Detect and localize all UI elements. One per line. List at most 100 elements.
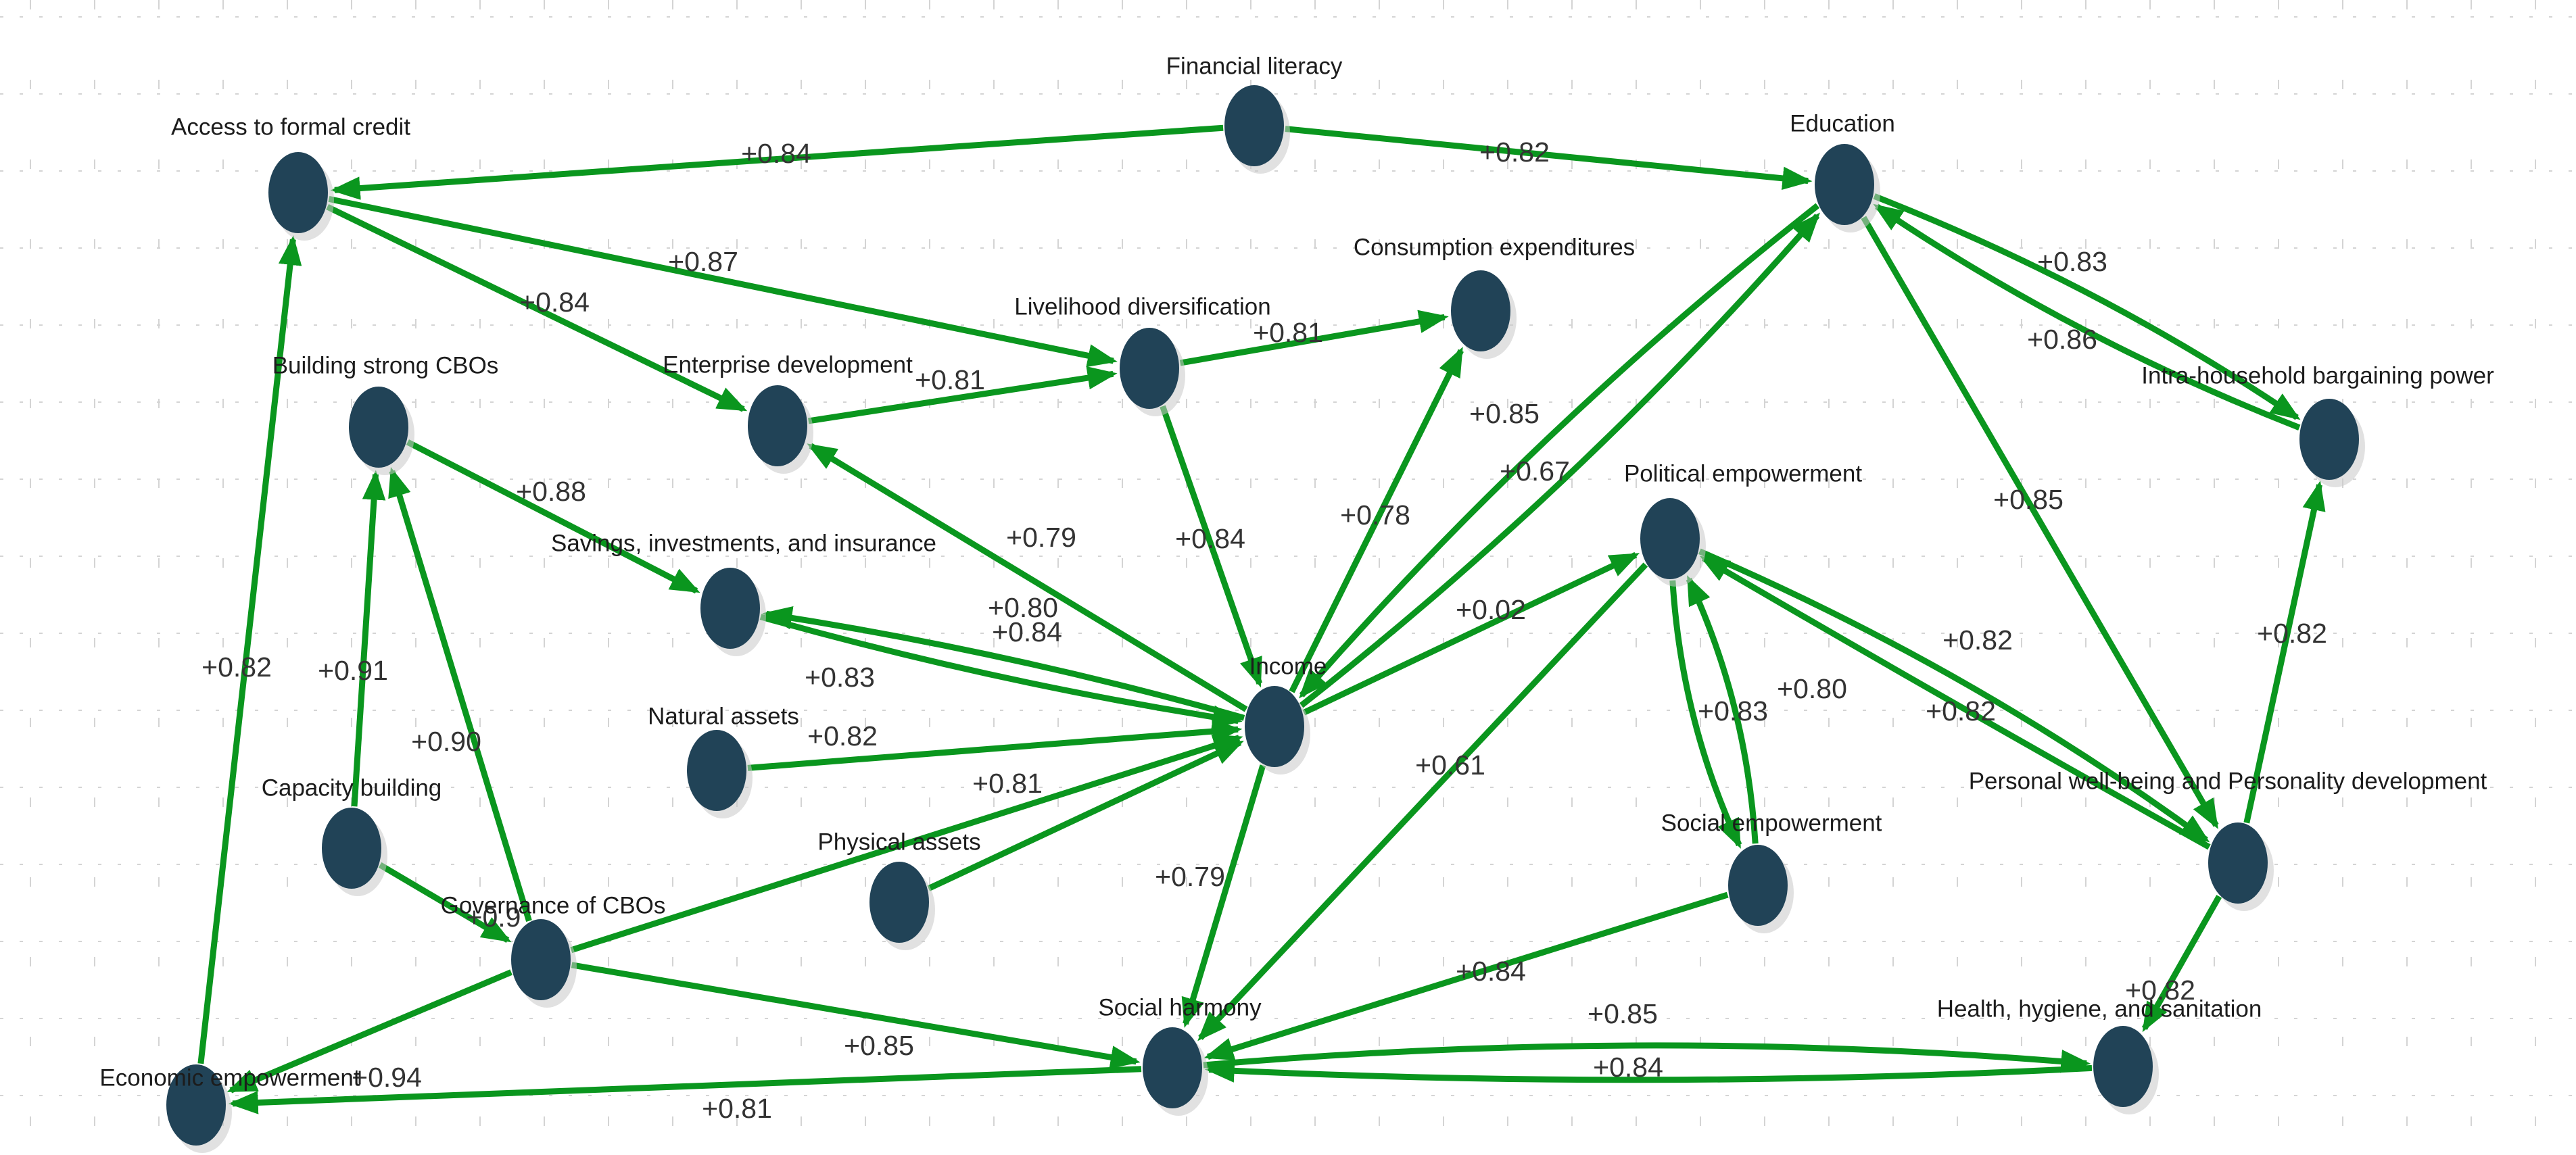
edge-label-capacity-governance: +0.9	[467, 902, 521, 933]
node-layer: Access to formal credit Financial literac…	[99, 53, 2494, 1153]
node-ellipse-savings[interactable]	[700, 568, 760, 649]
node-ellipse-consumption[interactable]	[1451, 270, 1510, 351]
edge-livelihood-income	[1160, 405, 1263, 688]
edge-livelihood-consumption	[1179, 310, 1449, 366]
edge-label-access-livelihood: +0.87	[668, 246, 738, 277]
edge-label-enterprise-livelihood: +0.81	[915, 364, 985, 395]
edge-income-enterprise	[807, 443, 1248, 712]
node-ellipse-physical[interactable]	[869, 862, 929, 943]
edge-label-education-wellbeing: +0.85	[1993, 484, 2064, 515]
node-income[interactable]: Income	[1245, 653, 1327, 775]
edge-governance-income	[570, 734, 1243, 954]
edge-label-natural-income: +0.83	[805, 662, 875, 693]
node-ellipse-governance[interactable]	[511, 919, 571, 1000]
edge-intra-education	[1873, 203, 2301, 431]
edge-label-econemp-access: +0.82	[201, 652, 272, 683]
node-wellbeing[interactable]: Personal well-being and Personality deve…	[1969, 768, 2487, 911]
node-label-political: Political empowerment	[1624, 460, 1862, 487]
node-access[interactable]: Access to formal credit	[171, 114, 410, 241]
node-natural[interactable]: Natural assets	[648, 703, 799, 818]
node-ellipse-wellbeing[interactable]	[2208, 822, 2268, 904]
node-consumption[interactable]: Consumption expenditures	[1354, 234, 1635, 359]
node-intra[interactable]: Intra-household bargaining power	[2141, 362, 2494, 487]
node-ellipse-cbos[interactable]	[349, 387, 408, 468]
node-label-access: Access to formal credit	[171, 114, 410, 140]
edge-capacity-cbos	[351, 470, 386, 807]
node-econemp[interactable]: Economic empowerment	[99, 1064, 360, 1153]
node-capacity[interactable]: Capacity building	[262, 775, 442, 896]
node-health[interactable]: Health, hygiene, and sanitation	[1937, 996, 2262, 1114]
edge-income-socialharmony	[1181, 764, 1266, 1028]
edge-label-education-income: +0.85	[1469, 398, 1540, 429]
node-savings[interactable]: Savings, investments, and insurance	[551, 530, 936, 656]
edge-income-consumption	[1289, 347, 1464, 693]
edge-layer	[197, 124, 2326, 1114]
edge-label-income-education: +0.67	[1500, 456, 1570, 487]
node-ellipse-intra[interactable]	[2299, 399, 2359, 480]
edge-econemp-access	[197, 235, 302, 1064]
node-socialharmony[interactable]: Social harmony	[1098, 994, 1262, 1116]
node-ellipse-natural[interactable]	[687, 730, 746, 811]
edge-label-access-enterprise: +0.84	[519, 287, 590, 318]
node-ellipse-econemp[interactable]	[166, 1064, 226, 1146]
node-label-savings: Savings, investments, and insurance	[551, 530, 936, 556]
edge-education-intra	[1873, 193, 2301, 420]
edge-label-governance-econemp: +0.94	[352, 1062, 422, 1093]
edge-income-savings	[762, 606, 1245, 721]
edge-label-socialemp-political: +0.83	[1698, 695, 1768, 727]
node-ellipse-access[interactable]	[268, 152, 328, 233]
edge-natural-income	[747, 719, 1243, 771]
node-ellipse-livelihood[interactable]	[1120, 328, 1179, 409]
node-finlit[interactable]: Financial literacy	[1166, 53, 1343, 174]
edge-governance-cbos	[388, 466, 532, 923]
node-enterprise[interactable]: Enterprise development	[663, 351, 913, 474]
node-governance[interactable]: Governance of CBOs	[441, 892, 666, 1008]
edge-political-socialharmony	[1197, 562, 1648, 1041]
edge-governance-econemp	[226, 969, 512, 1093]
edge-label-cbos-savings: +0.88	[516, 476, 586, 507]
node-label-finlit: Financial literacy	[1166, 53, 1343, 79]
node-label-socialemp: Social empowerment	[1661, 810, 1882, 836]
node-label-wellbeing: Personal well-being and Personality deve…	[1969, 768, 2487, 794]
edge-wellbeing-political	[1699, 555, 2211, 850]
edge-capacity-governance	[378, 862, 512, 943]
node-ellipse-capacity[interactable]	[322, 808, 381, 889]
node-ellipse-socialharmony[interactable]	[1143, 1027, 1202, 1108]
edge-enterprise-livelihood	[808, 366, 1118, 424]
node-ellipse-finlit[interactable]	[1224, 85, 1284, 166]
edge-label-livelihood-income: +0.84	[1175, 523, 1245, 554]
edge-label-savings-income: +0.84	[992, 616, 1062, 647]
node-livelihood[interactable]: Livelihood diversification	[1014, 293, 1271, 416]
edge-education-income	[1299, 203, 1820, 699]
node-label-capacity: Capacity building	[262, 775, 442, 801]
edge-label-capacity-cbos: +0.91	[318, 655, 388, 686]
node-education[interactable]: Education	[1790, 110, 1895, 232]
edge-health-socialharmony	[1204, 1059, 2093, 1083]
edge-label-socialemp-socialharmony: +0.84	[1456, 956, 1526, 987]
node-ellipse-socialemp[interactable]	[1728, 845, 1788, 926]
node-physical[interactable]: Physical assets	[817, 829, 981, 950]
edge-label-layer: +0.84+0.82+0.87+0.84+0.83+0.86+0.81+0.81…	[201, 137, 2327, 1124]
edge-political-socialemp	[1669, 580, 1742, 849]
node-ellipse-political[interactable]	[1640, 498, 1700, 579]
node-socialemp[interactable]: Social empowerment	[1661, 810, 1882, 933]
node-ellipse-health[interactable]	[2093, 1026, 2153, 1107]
node-ellipse-education[interactable]	[1815, 144, 1874, 225]
edge-label-intra-education: +0.86	[2027, 324, 2097, 355]
node-ellipse-income[interactable]	[1245, 686, 1304, 767]
node-cbos[interactable]: Building strong CBOs	[272, 352, 499, 475]
edge-finlit-education	[1285, 126, 1813, 191]
node-label-cbos: Building strong CBOs	[272, 352, 499, 378]
edge-wellbeing-intra	[2243, 481, 2326, 824]
edge-label-governance-socialharmony: +0.85	[844, 1030, 914, 1061]
node-label-socialharmony: Social harmony	[1098, 994, 1262, 1021]
node-political[interactable]: Political empowerment	[1624, 460, 1862, 587]
edge-income-education	[1299, 212, 1820, 708]
node-label-natural: Natural assets	[648, 703, 799, 729]
edge-label-income-political: +0.02	[1456, 594, 1526, 625]
node-label-econemp: Economic empowerment	[99, 1064, 360, 1091]
node-ellipse-enterprise[interactable]	[748, 385, 807, 466]
node-label-livelihood: Livelihood diversification	[1014, 293, 1270, 320]
